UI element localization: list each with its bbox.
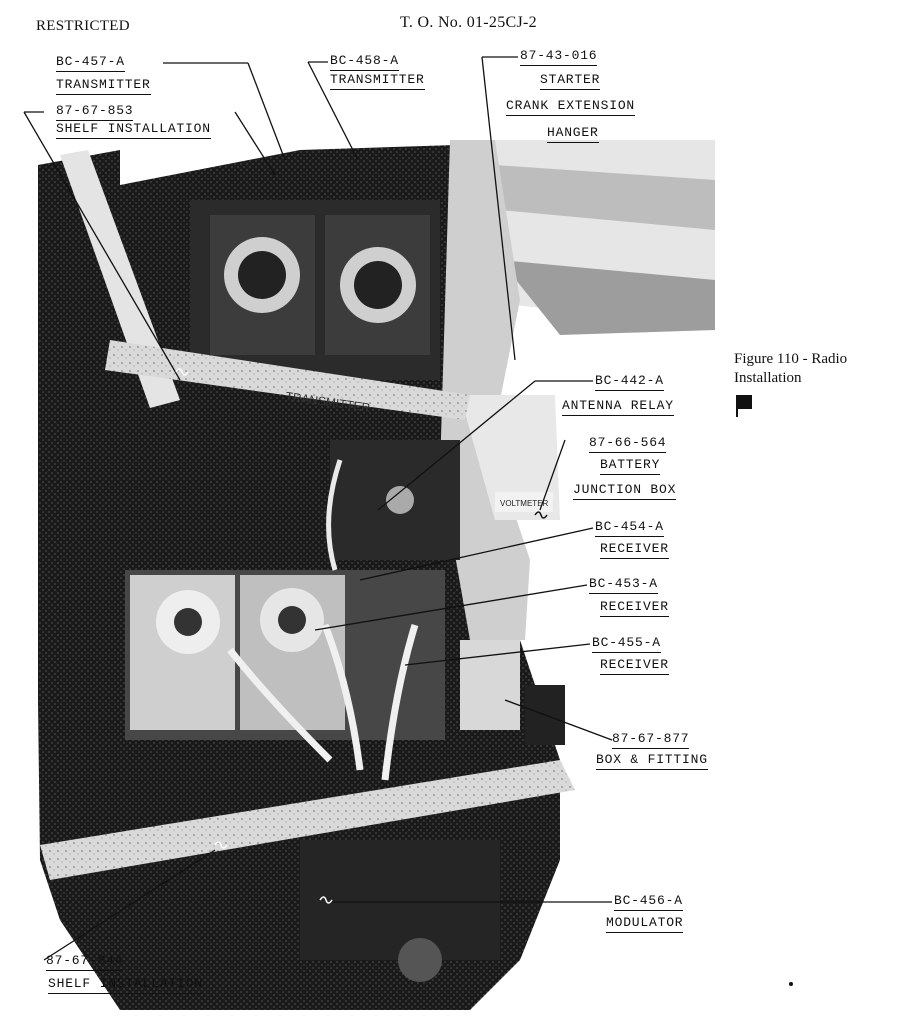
starter-part-number-text: 87-43-016	[520, 48, 598, 66]
bc-455-a-part-number-text: BC-455-A	[592, 635, 661, 653]
bc-455-a-name: RECEIVER	[600, 657, 669, 675]
shelf-844-part-number: 87-67-844	[46, 953, 124, 971]
bc-457-a-name-text: TRANSMITTER	[56, 77, 151, 95]
page-marker-tab	[736, 395, 752, 417]
bc-458-a-name: TRANSMITTER	[330, 72, 425, 90]
bc-456-a-name-text: MODULATOR	[606, 915, 684, 933]
battery-line-2-text: JUNCTION BOX	[573, 482, 677, 500]
shelf-853-part-number: 87-67-853	[56, 103, 134, 121]
bc-442-a-part-number: BC-442-A	[595, 373, 664, 391]
starter-part-number: 87-43-016	[520, 48, 598, 66]
bc-453-a-part-number: BC-453-A	[589, 576, 658, 594]
bc-442-a-name-text: ANTENNA RELAY	[562, 398, 674, 416]
shelf-844-name: SHELF INSTALLATION	[48, 976, 203, 994]
shelf-853-part-number-text: 87-67-853	[56, 103, 134, 121]
box-fitting-part-number: 87-67-877	[612, 731, 690, 749]
starter-line-2: CRANK EXTENSION	[506, 98, 636, 116]
starter-line-2-text: CRANK EXTENSION	[506, 98, 636, 116]
starter-line-3: HANGER	[547, 125, 599, 143]
battery-part-number-text: 87-66-564	[589, 435, 667, 453]
bc-457-a-name: TRANSMITTER	[56, 77, 151, 95]
battery-line-2: JUNCTION BOX	[573, 482, 677, 500]
print-speck	[789, 982, 793, 986]
bc-442-a-name: ANTENNA RELAY	[562, 398, 674, 416]
bc-453-a-name-text: RECEIVER	[600, 599, 669, 617]
shelf-853-name-text: SHELF INSTALLATION	[56, 121, 211, 139]
bc-454-a-name-text: RECEIVER	[600, 541, 669, 559]
bc-456-a-name: MODULATOR	[606, 915, 684, 933]
bc-455-a-part-number: BC-455-A	[592, 635, 661, 653]
bc-454-a-part-number: BC-454-A	[595, 519, 664, 537]
box-fitting-part-number-text: 87-67-877	[612, 731, 690, 749]
figure-caption: Figure 110 - Radio Installation	[734, 351, 848, 386]
bc-458-a-part-number-text: BC-458-A	[330, 53, 399, 71]
bc-442-a-part-number-text: BC-442-A	[595, 373, 664, 391]
bc-455-a-name-text: RECEIVER	[600, 657, 669, 675]
starter-line-3-text: HANGER	[547, 125, 599, 143]
bc-456-a-part-number-text: BC-456-A	[614, 893, 683, 911]
battery-line-1: BATTERY	[600, 457, 661, 475]
shelf-844-part-number-text: 87-67-844	[46, 953, 124, 971]
classification-marking: RESTRICTED	[36, 18, 130, 34]
bc-456-a-part-number: BC-456-A	[614, 893, 683, 911]
bc-453-a-name: RECEIVER	[600, 599, 669, 617]
starter-line-1: STARTER	[540, 72, 601, 90]
shelf-844-name-text: SHELF INSTALLATION	[48, 976, 203, 994]
bc-458-a-name-text: TRANSMITTER	[330, 72, 425, 90]
box-fitting-name-text: BOX & FITTING	[596, 752, 708, 770]
voltmeter-stencil: VOLTMETER	[500, 499, 549, 508]
bc-458-a-part-number: BC-458-A	[330, 53, 399, 71]
bc-454-a-part-number-text: BC-454-A	[595, 519, 664, 537]
bc-457-a-part-number: BC-457-A	[56, 54, 125, 72]
bc-453-a-part-number-text: BC-453-A	[589, 576, 658, 594]
technical-order-number: T. O. No. 01-25CJ-2	[400, 14, 537, 31]
box-fitting-name: BOX & FITTING	[596, 752, 708, 770]
shelf-853-name: SHELF INSTALLATION	[56, 121, 211, 139]
bc-457-a-part-number-text: BC-457-A	[56, 54, 125, 72]
battery-line-1-text: BATTERY	[600, 457, 661, 475]
battery-part-number: 87-66-564	[589, 435, 667, 453]
bc-454-a-name: RECEIVER	[600, 541, 669, 559]
starter-line-1-text: STARTER	[540, 72, 601, 90]
